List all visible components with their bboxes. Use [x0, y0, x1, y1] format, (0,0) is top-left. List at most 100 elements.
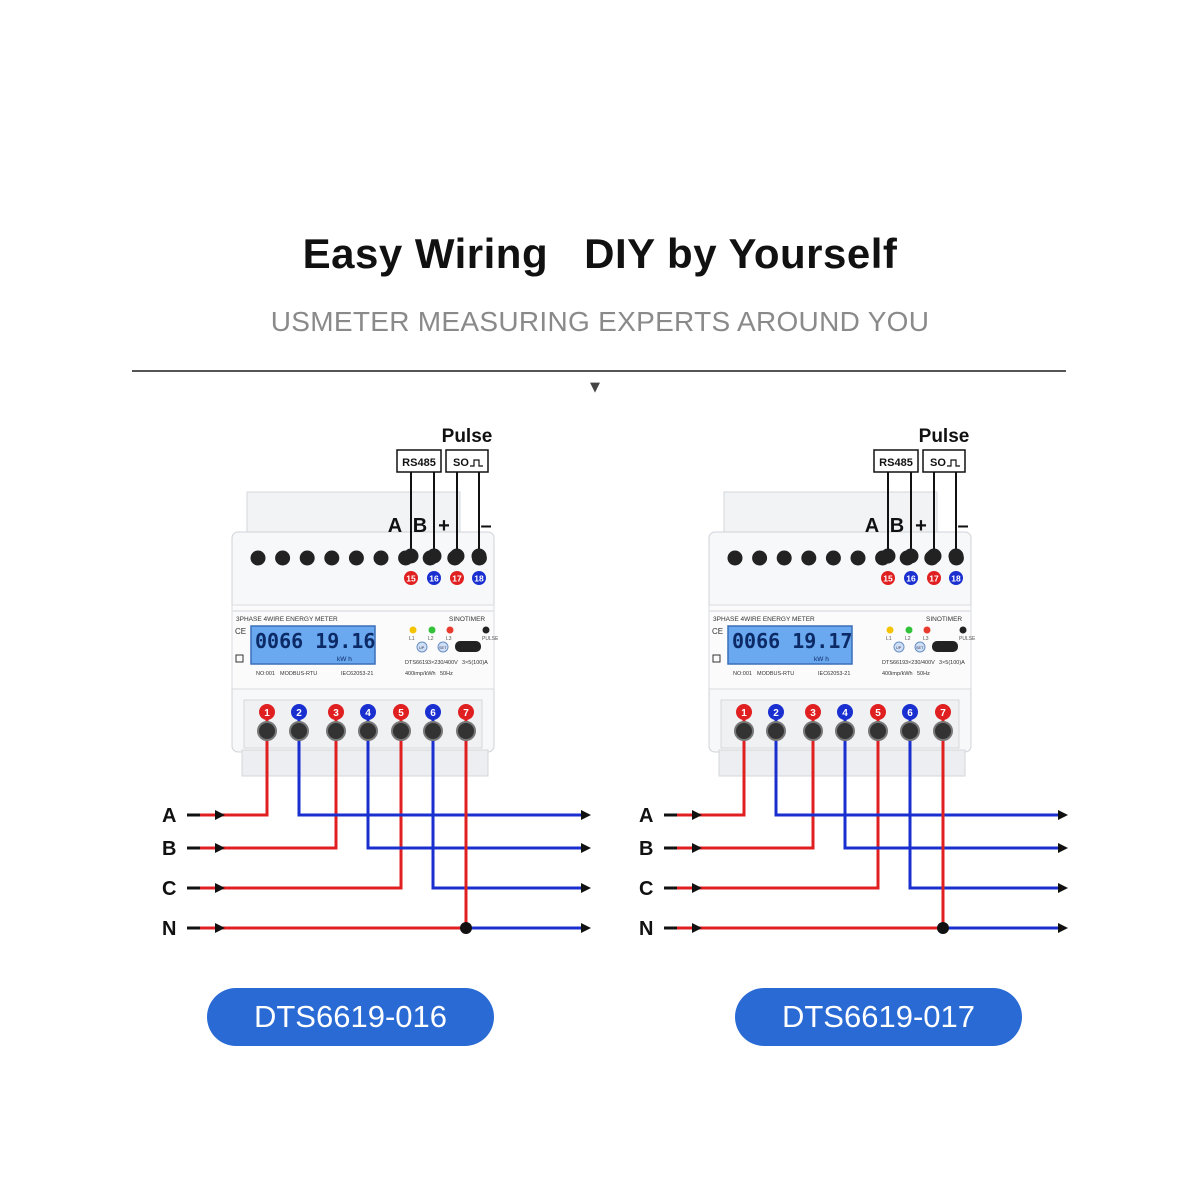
- comm-terminal-badge: [472, 571, 486, 585]
- meter-switch: [932, 641, 958, 652]
- comm-terminal-number: 18: [474, 574, 484, 584]
- pulse-waveform-icon: [470, 459, 483, 467]
- line-label-a: A: [162, 805, 176, 827]
- spec-current: 3×5(100)A: [462, 660, 488, 666]
- bottom-terminal-screw: [900, 721, 920, 741]
- terminal-screw: [324, 550, 340, 566]
- bottom-terminal-screw: [391, 721, 411, 741]
- phase-output-wire: [297, 712, 586, 817]
- led-indicator: [446, 626, 454, 634]
- bottom-terminal-screw: [734, 721, 754, 741]
- spec-model: DTS6619: [882, 660, 905, 666]
- phase-output-wire: [774, 712, 1063, 817]
- input-arrow-icon: [692, 810, 702, 820]
- phase-output-wire: [908, 712, 1063, 890]
- meter-bottom-cover: [241, 749, 489, 777]
- bottom-terminal-screw: [289, 721, 309, 741]
- bottom-terminal-screw: [868, 721, 888, 741]
- comm-terminal-screw: [471, 548, 487, 564]
- comm-label: +: [438, 515, 450, 537]
- comm-label: B: [890, 515, 904, 537]
- led-indicator: [409, 626, 417, 634]
- terminal-number: 6: [907, 708, 913, 719]
- model-badge-left[interactable]: DTS6619-016: [207, 988, 494, 1046]
- lcd-unit: kW h: [814, 656, 829, 663]
- terminal-screw: [299, 550, 315, 566]
- chevron-down-icon: ▼: [590, 380, 600, 395]
- terminal-number-badge: [736, 704, 752, 720]
- terminal-screw: [850, 550, 866, 566]
- up-button-label: UP: [896, 646, 902, 650]
- terminal-number: 1: [264, 708, 270, 719]
- bottom-terminal-screw: [766, 721, 786, 741]
- lcd-reading: 0066 19.16: [255, 629, 375, 653]
- bottom-terminal-screw: [933, 721, 953, 741]
- terminal-number: 5: [398, 708, 404, 719]
- ce-mark: CE: [712, 627, 723, 636]
- standard-label: IEC62053-21: [341, 671, 373, 677]
- divider-line: [132, 370, 1066, 372]
- phase-output-wire: [366, 712, 586, 850]
- protocol-label: MODBUS-RTU: [280, 671, 317, 677]
- led-label: PULSE: [959, 636, 976, 642]
- terminal-number-badge: [360, 704, 376, 720]
- led-indicator: [923, 626, 931, 634]
- comm-terminal-screw: [948, 548, 964, 564]
- bottom-terminal-screw: [456, 721, 476, 741]
- lcd-display: [250, 625, 376, 665]
- so-label: SO: [930, 457, 946, 469]
- led-label: L2: [905, 636, 911, 642]
- bottom-terminal-screw: [358, 721, 378, 741]
- brand-label: SINOTIMER: [449, 616, 485, 623]
- terminal-number: 6: [430, 708, 436, 719]
- line-label-n: N: [639, 918, 653, 940]
- panel-separator: [232, 610, 494, 612]
- spec-imp: 400imp/kWh: [882, 671, 913, 677]
- led-indicator: [482, 626, 490, 634]
- ce-mark: CE: [235, 627, 246, 636]
- led-indicator: [905, 626, 913, 634]
- spec-current: 3×5(100)A: [939, 660, 965, 666]
- led-label: L2: [428, 636, 434, 642]
- comm-label: B: [413, 515, 427, 537]
- comm-terminal-badge: [450, 571, 464, 585]
- spec-imp: 400imp/kWh: [405, 671, 436, 677]
- output-arrow-icon: [1058, 883, 1068, 893]
- terminal-number-badge: [805, 704, 821, 720]
- model-badge-right[interactable]: DTS6619-017: [735, 988, 1022, 1046]
- output-arrow-icon: [1058, 923, 1068, 933]
- neutral-junction: [460, 922, 472, 934]
- headline-part-2: DIY by Yourself: [584, 230, 898, 277]
- phase-input-wire: [187, 712, 403, 890]
- output-arrow-icon: [581, 923, 591, 933]
- output-arrow-icon: [1058, 843, 1068, 853]
- comm-terminal-screw: [926, 548, 942, 564]
- spec-freq: 50Hz: [917, 671, 930, 677]
- terminal-number-badge: [458, 704, 474, 720]
- led-label: PULSE: [482, 636, 499, 642]
- comm-terminal-badge: [404, 571, 418, 585]
- terminal-number-badge: [768, 704, 784, 720]
- terminal-number-badge: [837, 704, 853, 720]
- comm-terminal-number: 16: [906, 574, 916, 584]
- output-arrow-icon: [1058, 810, 1068, 820]
- terminal-number-badge: [291, 704, 307, 720]
- terminal-number: 4: [365, 708, 371, 719]
- terminal-number: 7: [463, 708, 469, 719]
- comm-label: –: [480, 515, 491, 537]
- phase-input-wire: [664, 712, 746, 817]
- rs485-box: [396, 449, 442, 473]
- meter-title: 3PHASE 4WIRE ENERGY METER: [713, 616, 815, 623]
- meter-top-cover: [723, 491, 938, 539]
- so-label: SO: [453, 457, 469, 469]
- cert-icon: [235, 654, 244, 663]
- spec-model: DTS6619: [405, 660, 428, 666]
- comm-terminal-screw: [449, 548, 465, 564]
- comm-label: +: [915, 515, 927, 537]
- terminal-number-badge: [393, 704, 409, 720]
- output-arrow-icon: [581, 843, 591, 853]
- lcd-unit: kW h: [337, 656, 352, 663]
- terminal-screw: [776, 550, 792, 566]
